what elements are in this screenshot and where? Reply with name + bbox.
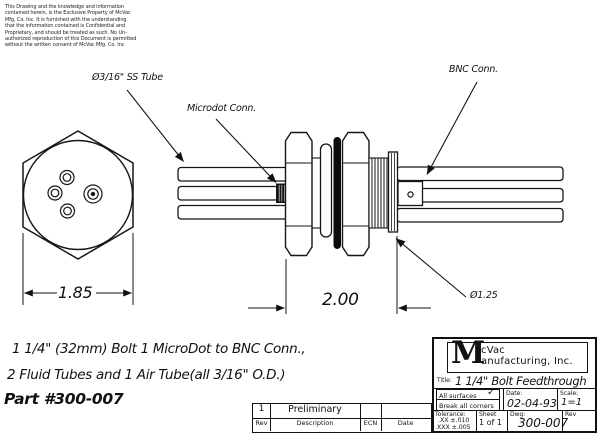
revision-header-row: Rev Description ECN Date <box>253 419 431 431</box>
ecn-header: ECN <box>360 419 382 431</box>
disclaimer-line: Proprietary, and should be treated as su… <box>5 29 127 36</box>
sheet-cell: Sheet 1 of 1 <box>476 411 507 431</box>
title-row: Title: 1 1/4" Bolt Feedthrough <box>434 373 595 389</box>
date-value: 02-04-93 <box>507 397 557 410</box>
hex-width-dimension <box>22 233 134 305</box>
date-header: Date <box>397 419 414 427</box>
rev-description: Preliminary <box>270 404 361 418</box>
bolt-body-circle <box>22 139 134 251</box>
tolerance-label: Tolerance: <box>435 411 466 418</box>
front-view <box>22 130 134 260</box>
company-name-line2: anufacturing, Inc. <box>481 356 573 367</box>
length-dimension <box>248 236 431 314</box>
threaded-section <box>368 157 390 229</box>
rev-number: 1 <box>253 404 271 418</box>
finish-date-scale-row: All surfaces ✓ Break all corners Date: 0… <box>434 387 595 411</box>
disclaimer-line: contained herein, is the Exclusive Prope… <box>5 10 131 17</box>
hex-head-side-2 <box>341 131 370 257</box>
disclaimer-line: that the information contained is Confid… <box>5 23 126 30</box>
company-name-line1: cVac <box>481 345 505 356</box>
company-logo: M cVac anufacturing, Inc. <box>447 338 588 373</box>
flange <box>387 151 399 233</box>
microdot-callout: Microdot Conn. <box>187 103 257 114</box>
tolerance-xx: .XX ±.010 <box>438 417 470 424</box>
disclaimer-line: This Drawing and the knowledge and infor… <box>5 4 124 10</box>
scale-value: 1=1 <box>561 397 583 408</box>
date-cell: Date: 02-04-93 <box>503 389 557 411</box>
fluid-tube-right-bottom <box>396 207 564 223</box>
hex-width-dim-text: 1.85 <box>58 283 93 302</box>
hex-head-side-1 <box>284 131 313 257</box>
title-label: Title: <box>437 377 452 384</box>
disclaimer-note: This Drawing and the knowledge and infor… <box>5 4 145 49</box>
rev-ecn <box>360 404 382 418</box>
center-tube-left <box>177 185 279 201</box>
hex-head-outline <box>22 130 134 260</box>
logo-m-glyph: M <box>451 335 486 371</box>
revision-table: 1 Preliminary Rev Description ECN Date <box>252 403 432 433</box>
bnc-leader <box>426 81 478 175</box>
rev-date <box>381 404 430 418</box>
corners-note-cell: Break all corners <box>436 400 500 411</box>
flange-dia-callout: Ø1.25 <box>470 290 498 301</box>
sheet-value: 1 of 1 <box>479 418 502 427</box>
tube-port <box>59 169 75 186</box>
o-ring <box>333 137 341 249</box>
rev-header: Rev <box>253 419 271 431</box>
scale-label: Scale: <box>560 390 579 397</box>
surfaces-note-cell: All surfaces ✓ <box>436 387 500 400</box>
tolerance-cell: Tolerance: .XX ±.010 .XXX ±.005 <box>434 411 476 431</box>
microdot-leader <box>215 118 277 183</box>
dwg-label: Dwg: <box>510 411 526 418</box>
tolerance-xxx: .XXX ±.005 <box>435 423 471 431</box>
rev-cell: Rev <box>562 411 595 431</box>
revision-row: 1 Preliminary <box>253 404 431 419</box>
fluid-tube-right-top <box>396 166 564 182</box>
scale-cell: Scale: 1=1 <box>557 389 595 411</box>
description-line-1: 1 1/4" (32mm) Bolt 1 MicroDot to BNC Con… <box>12 341 306 357</box>
surfaces-note: All surfaces <box>439 391 477 400</box>
disclaimer-line: authorized reproduction of this Document… <box>5 36 137 43</box>
length-dim-text: 2.00 <box>322 290 359 310</box>
disclaimer-line: without the written consent of McVac Mfg… <box>5 42 125 49</box>
drawing-title: 1 1/4" Bolt Feedthrough <box>455 374 587 388</box>
rev-label: Rev <box>565 411 577 418</box>
tolerance-sheet-dwg-row: Tolerance: .XX ±.010 .XXX ±.005 Sheet 1 … <box>434 411 595 431</box>
description-line-2: 2 Fluid Tubes and 1 Air Tube(all 3/16" O… <box>7 367 286 383</box>
bnc-callout: BNC Conn. <box>449 64 498 75</box>
title-block: M cVac anufacturing, Inc. Title: 1 1/4" … <box>432 337 597 433</box>
dwg-number: 300-007 <box>518 416 569 430</box>
tube-port <box>47 185 63 201</box>
description-header: Description <box>270 419 361 431</box>
flange-dia-leader <box>395 238 467 298</box>
washer <box>319 143 333 238</box>
dwg-cell: Dwg: 300-007 <box>507 411 568 431</box>
date-label: Date: <box>506 390 523 397</box>
ss-tube-callout: Ø3/16" SS Tube <box>92 72 163 83</box>
surface-finish-icon: ✓ <box>487 387 496 398</box>
connector-port <box>83 184 103 204</box>
fluid-tube-left-top <box>177 166 289 182</box>
center-tube-right <box>404 187 564 203</box>
disclaimer-line: Mfg. Co. Inc. It is furnished with the u… <box>5 16 127 23</box>
part-number: Part #300-007 <box>4 390 124 408</box>
fluid-tube-left-bottom <box>177 204 289 220</box>
corners-note: Break all corners <box>439 401 494 410</box>
sheet-label: Sheet <box>479 411 497 418</box>
side-view <box>177 131 564 257</box>
ss-tube-leader <box>126 89 184 162</box>
bnc-connector <box>397 180 424 207</box>
tube-port <box>59 203 76 219</box>
leader-lines <box>126 81 478 298</box>
